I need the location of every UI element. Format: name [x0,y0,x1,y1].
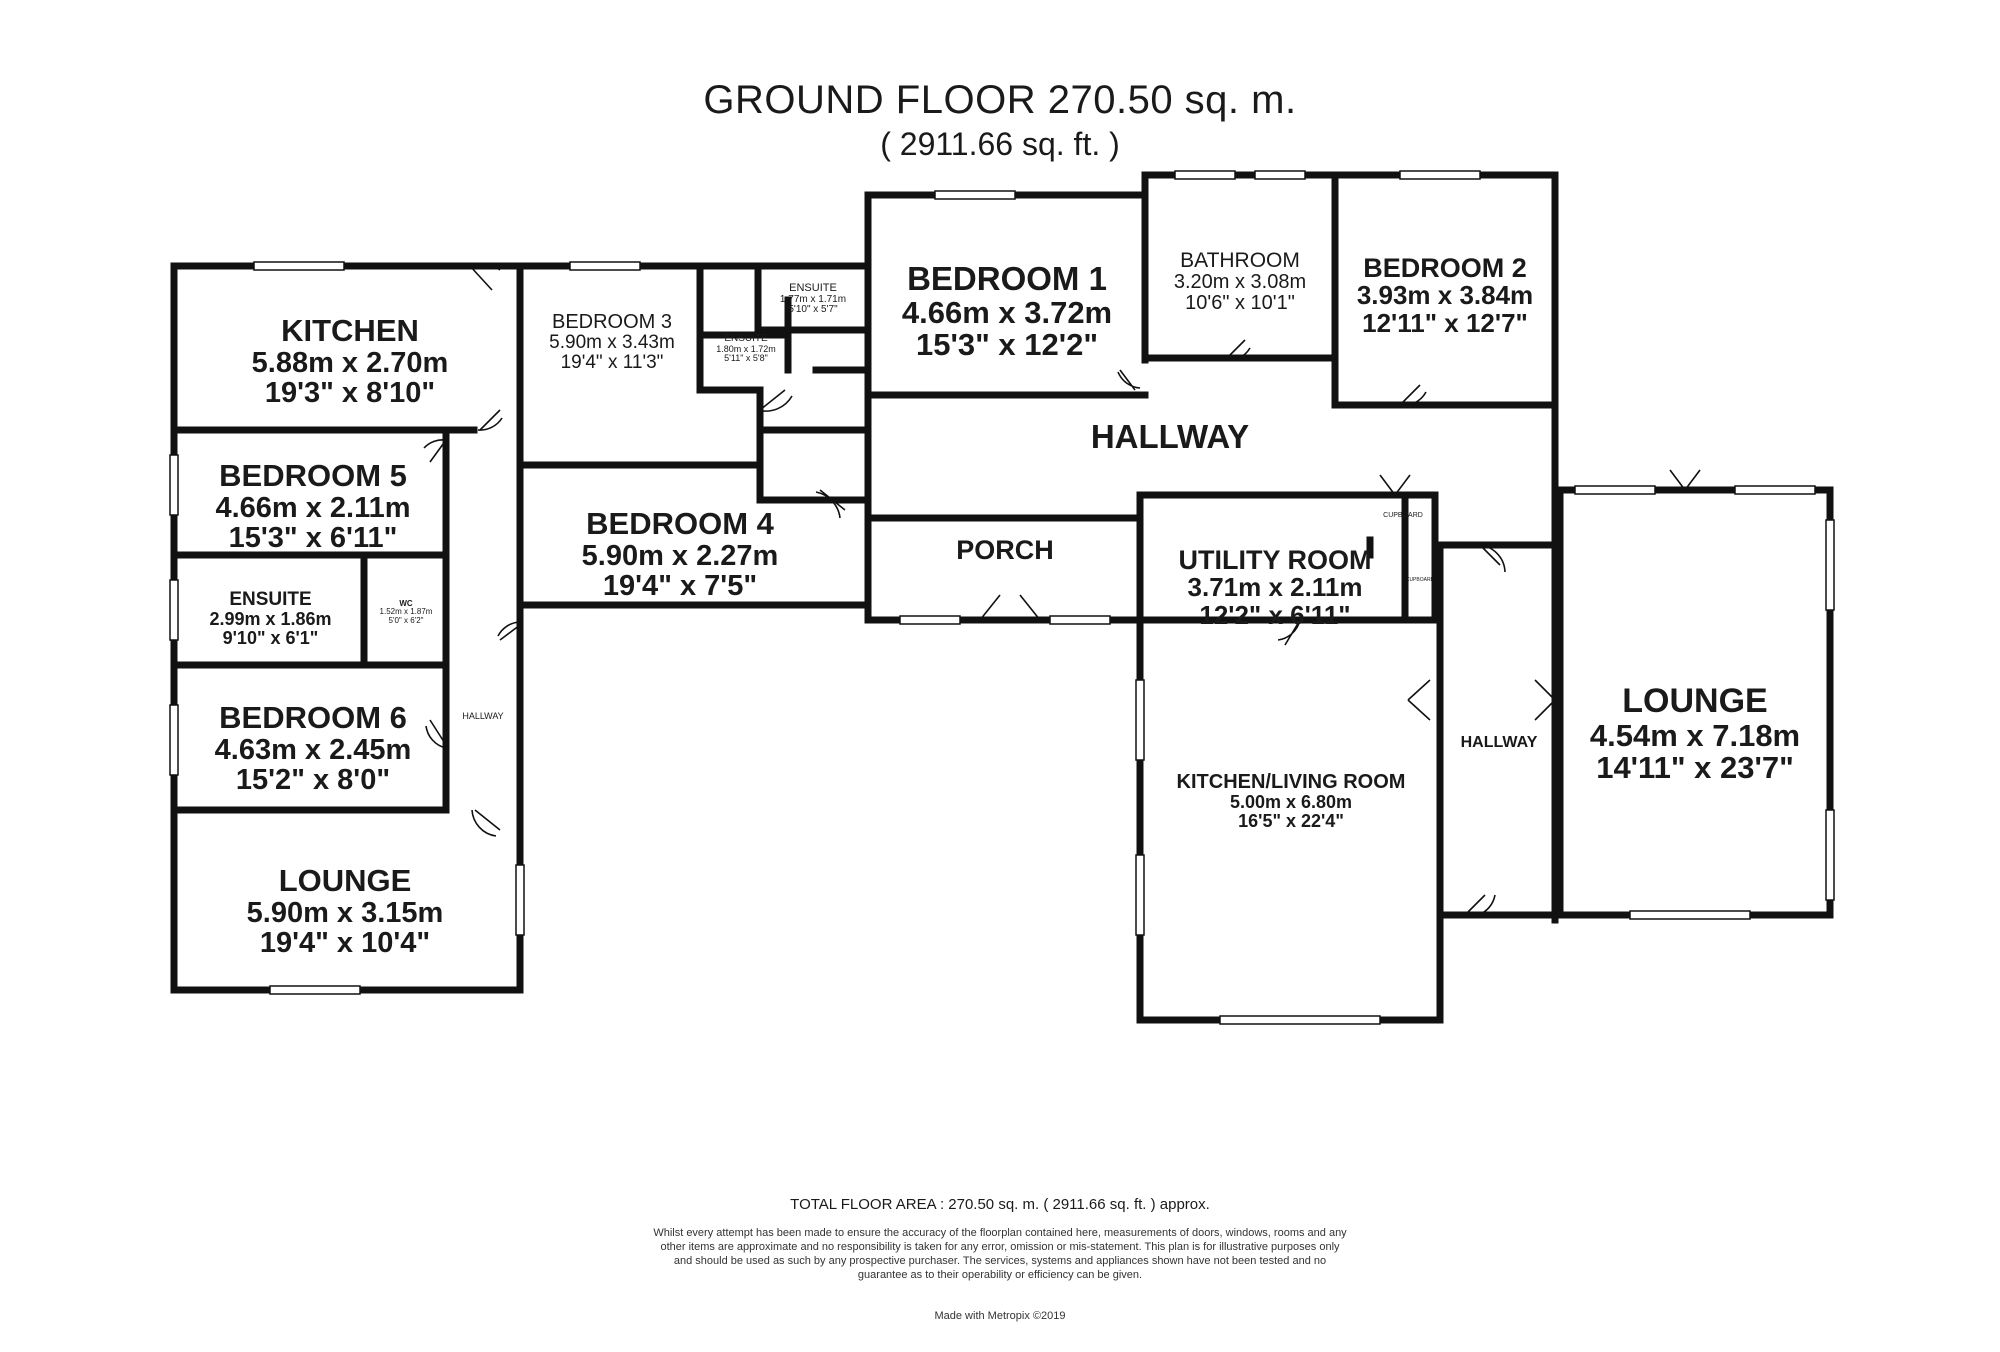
floor-subtitle: ( 2911.66 sq. ft. ) [880,126,1120,162]
room-lounge-right-imperial: 14'11" x 23'7" [1596,750,1794,786]
room-kitchen-living: KITCHEN/LIVING ROOM 5.00m x 6.80m 16'5" … [1145,772,1437,831]
room-lounge-right-name: LOUNGE [1622,682,1768,720]
room-bedroom4-imperial: 19'4" x 7'5" [602,569,758,602]
room-kitchen-metric: 5.88m x 2.70m [251,346,449,379]
room-hallway-small: HALLWAY [448,711,518,721]
room-ensuite-small1: ENSUITE 1.80m x 1.72m 5'11" x 5'8" [706,333,786,363]
room-lounge-right-metric: 4.54m x 7.18m [1589,717,1801,753]
room-bedroom2-metric: 3.93m x 3.84m [1356,280,1534,311]
room-utility-imperial: 12'2" x 6'11" [1199,599,1351,630]
room-bedroom6-name: BEDROOM 6 [219,700,407,735]
room-lounge-left-imperial: 19'4" x 10'4" [259,926,431,959]
room-wc-imperial: 5'0" x 6'2" [388,615,424,625]
room-wc-metric: 1.52m x 1.87m [379,607,433,617]
room-wc: WC 1.52m x 1.87m 5'0" x 6'2" [366,599,446,625]
room-hallway-right: HALLWAY [1445,734,1553,752]
room-ensuite-left: ENSUITE 2.99m x 1.86m 9'10" x 6'1" [178,590,363,648]
left-wing-windows [169,261,525,995]
room-bedroom5: BEDROOM 5 4.66m x 2.11m 15'3" x 6'11" [178,458,448,554]
room-utility: UTILITY ROOM 3.71m x 2.11m 12'2" x 6'11" [1145,546,1405,629]
room-bedroom5-imperial: 15'3" x 6'11" [228,521,398,554]
room-hallway-main-name: HALLWAY [1090,418,1250,455]
room-bedroom1-metric: 4.66m x 3.72m [901,294,1113,330]
room-ensuite-left-imperial: 9'10" x 6'1" [222,627,319,648]
right-lounge-windows [1574,485,1835,920]
room-bedroom1-name: BEDROOM 1 [907,260,1107,297]
room-hallway-main: HALLWAY [1020,418,1320,455]
room-kitchen-living-metric: 5.00m x 6.80m [1229,792,1353,812]
porch-windows [899,615,1111,625]
room-ensuite-small1-name: ENSUITE [724,333,768,344]
room-lounge-right: LOUNGE 4.54m x 7.18m 14'11" x 23'7" [1562,682,1828,786]
room-hallway-small-name: HALLWAY [462,711,504,721]
room-cupboard-1: CUPBOARD [1372,512,1434,519]
room-bedroom6-metric: 4.63m x 2.45m [214,733,412,766]
north-windows [934,170,1481,200]
middle-walls [516,262,872,609]
bedroom3-window [569,261,641,271]
room-wc-name: WC [399,599,413,608]
room-lounge-left-metric: 5.90m x 3.15m [246,896,444,929]
room-utility-name: UTILITY ROOM [1178,545,1372,575]
room-lounge-left: LOUNGE 5.90m x 3.15m 19'4" x 10'4" [200,863,490,959]
room-bathroom-name: BATHROOM [1180,249,1300,272]
north-walls [864,171,1559,409]
room-porch-name: PORCH [956,535,1054,565]
room-bathroom: BATHROOM 3.20m x 3.08m 10'6" x 10'1" [1147,249,1333,315]
room-bedroom4-name: BEDROOM 4 [586,506,774,541]
room-bathroom-imperial: 10'6" x 10'1" [1185,292,1295,315]
kitchen-living-windows [1135,679,1381,1025]
room-bedroom5-name: BEDROOM 5 [219,458,407,493]
disclaimer-text: Whilst every attempt has been made to en… [653,1227,1347,1281]
room-cupboard-1-name: CUPBOARD [1383,512,1423,519]
room-cupboard-2-name: CUPBOARD [1405,577,1435,583]
room-bedroom6: BEDROOM 6 4.63m x 2.45m 15'2" x 8'0" [178,700,448,796]
room-bedroom3-name: BEDROOM 3 [551,311,673,333]
hallway-walls [756,391,1559,924]
room-kitchen: KITCHEN 5.88m x 2.70m 19'3" x 8'10" [205,313,495,409]
room-ensuite-small1-metric: 1.80m x 1.72m [716,343,776,354]
room-ensuite-left-name: ENSUITE [229,589,312,610]
room-bedroom4-metric: 5.90m x 2.27m [581,539,779,572]
room-bathroom-metric: 3.20m x 3.08m [1173,271,1307,294]
room-ensuite-small1-imperial: 5'11" x 5'8" [724,352,768,363]
floor-title: GROUND FLOOR 270.50 sq. m. [703,78,1297,122]
room-cupboard-2: CUPBOARD [1405,577,1435,583]
room-ensuite-small2-name: ENSUITE [789,282,837,294]
room-bedroom5-metric: 4.66m x 2.11m [215,491,411,524]
room-bedroom1: BEDROOM 1 4.66m x 3.72m 15'3" x 12'2" [870,260,1144,363]
room-lounge-left-name: LOUNGE [278,863,412,898]
room-hallway-right-name: HALLWAY [1460,734,1538,751]
room-bedroom6-imperial: 15'2" x 8'0" [235,763,391,796]
room-utility-metric: 3.71m x 2.11m [1187,572,1363,603]
room-ensuite-small2-imperial: 5'10" x 5'7" [788,304,838,316]
room-kitchen-living-imperial: 16'5" x 22'4" [1238,810,1344,831]
room-bedroom3-imperial: 19'4" x 11'3" [560,351,664,373]
room-ensuite-small2-metric: 1.77m x 1.71m [779,293,847,305]
room-bedroom3: BEDROOM 3 5.90m x 3.43m 19'4" x 11'3" [522,312,702,373]
room-ensuite-small2: ENSUITE 1.77m x 1.71m 5'10" x 5'7" [760,282,866,316]
room-kitchen-living-name: KITCHEN/LIVING ROOM [1176,771,1406,793]
doors [423,262,1701,916]
total-floor-area: TOTAL FLOOR AREA : 270.50 sq. m. ( 2911.… [790,1196,1210,1213]
room-bedroom4: BEDROOM 4 5.90m x 2.27m 19'4" x 7'5" [530,506,830,602]
made-with-credit: Made with Metropix ©2019 [934,1310,1066,1322]
room-bedroom1-imperial: 15'3" x 12'2" [915,327,1099,363]
room-bedroom2-name: BEDROOM 2 [1363,253,1527,283]
room-kitchen-imperial: 19'3" x 8'10" [264,376,436,409]
room-kitchen-name: KITCHEN [281,313,419,348]
room-bedroom3-metric: 5.90m x 3.43m [549,332,675,353]
room-ensuite-left-metric: 2.99m x 1.86m [209,608,332,629]
room-porch: PORCH [900,535,1110,565]
room-bedroom2-imperial: 12'11" x 12'7" [1362,307,1528,338]
room-bedroom2: BEDROOM 2 3.93m x 3.84m 12'11" x 12'7" [1337,254,1553,337]
